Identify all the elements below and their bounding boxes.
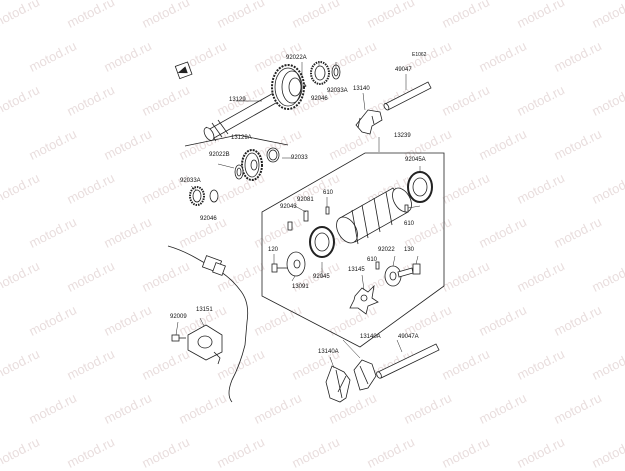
pin-610-icon xyxy=(325,206,330,215)
part-label-13140A: 13140A xyxy=(318,349,339,355)
needle-bearing-top-icon xyxy=(310,61,341,85)
pin-610-icon xyxy=(404,204,409,213)
part-label-13129A: 13129A xyxy=(231,135,252,141)
washer-hole xyxy=(236,167,242,177)
part-label-49047: 49047 xyxy=(395,67,412,73)
shift-drum-star-13145-icon xyxy=(349,284,379,315)
part-label-92033: 92033 xyxy=(291,155,308,161)
shift-fork-13140A-a xyxy=(325,365,351,403)
part-label-13129: 13129 xyxy=(229,97,246,103)
bearing-92045A-icon xyxy=(407,171,433,203)
part-label-92045: 92045 xyxy=(313,274,330,280)
pin-92043-icon xyxy=(287,221,293,231)
washer-92022B-icon xyxy=(234,164,244,180)
part-label-92022: 92022 xyxy=(378,247,395,253)
cam-hole xyxy=(293,259,301,269)
pin-610-icon xyxy=(375,261,380,270)
ring-inner xyxy=(268,149,278,161)
bearing-inner xyxy=(412,177,428,197)
part-label-610: 610 xyxy=(404,221,415,227)
shift-fork-13140A-b xyxy=(353,359,377,391)
shift-fork-13140 xyxy=(355,109,383,135)
part-label-130: 130 xyxy=(404,247,415,253)
bearing-92045-icon xyxy=(309,226,335,258)
shift-rod-49047 xyxy=(383,81,432,111)
part-label-92033A: 92033A xyxy=(180,178,201,184)
pin-92081-icon xyxy=(303,210,309,222)
part-label-92043: 92043 xyxy=(280,204,297,210)
bolt-92009-icon xyxy=(171,334,186,342)
shift-rod-49047A xyxy=(376,343,440,379)
part-label-92081: 92081 xyxy=(297,197,314,203)
switch-lever-cable-13151 xyxy=(167,245,249,403)
shift-drum-icon xyxy=(336,187,412,245)
part-label-13151: 13151 xyxy=(196,307,213,313)
figure-code: E1062 xyxy=(412,52,427,58)
part-label-13091: 13091 xyxy=(292,284,309,290)
part-label-610: 610 xyxy=(323,190,334,196)
leader-lines xyxy=(175,62,421,369)
part-label-92046: 92046 xyxy=(311,96,328,102)
drum-assembly-frame xyxy=(261,152,445,348)
front-arrow-badge-icon xyxy=(174,61,193,80)
part-label-92046: 92046 xyxy=(200,216,217,222)
needle-bearing-left-icon xyxy=(189,186,219,206)
part-label-120: 120 xyxy=(268,247,279,253)
part-label-13140: 13140 xyxy=(353,86,370,92)
gear-large-icon xyxy=(271,64,305,110)
cam-13091-icon xyxy=(286,251,306,277)
part-label-92022A: 92022A xyxy=(286,55,307,61)
part-label-13239: 13239 xyxy=(394,133,411,139)
part-label-49047A: 49047A xyxy=(398,334,419,340)
bearing-inner xyxy=(314,232,330,252)
washer-hole xyxy=(389,271,397,281)
part-label-92022B: 92022B xyxy=(209,152,230,158)
part-label-13145: 13145 xyxy=(348,267,365,273)
part-label-92033A: 92033A xyxy=(327,88,348,94)
bolt-130-icon xyxy=(397,263,421,278)
gear-small-icon xyxy=(241,149,263,181)
part-label-13140A: 13140A xyxy=(360,334,381,340)
part-label-610: 610 xyxy=(367,257,378,263)
part-label-92009: 92009 xyxy=(170,314,187,320)
leader-bracket xyxy=(184,134,289,147)
part-label-92045A: 92045A xyxy=(405,157,426,163)
